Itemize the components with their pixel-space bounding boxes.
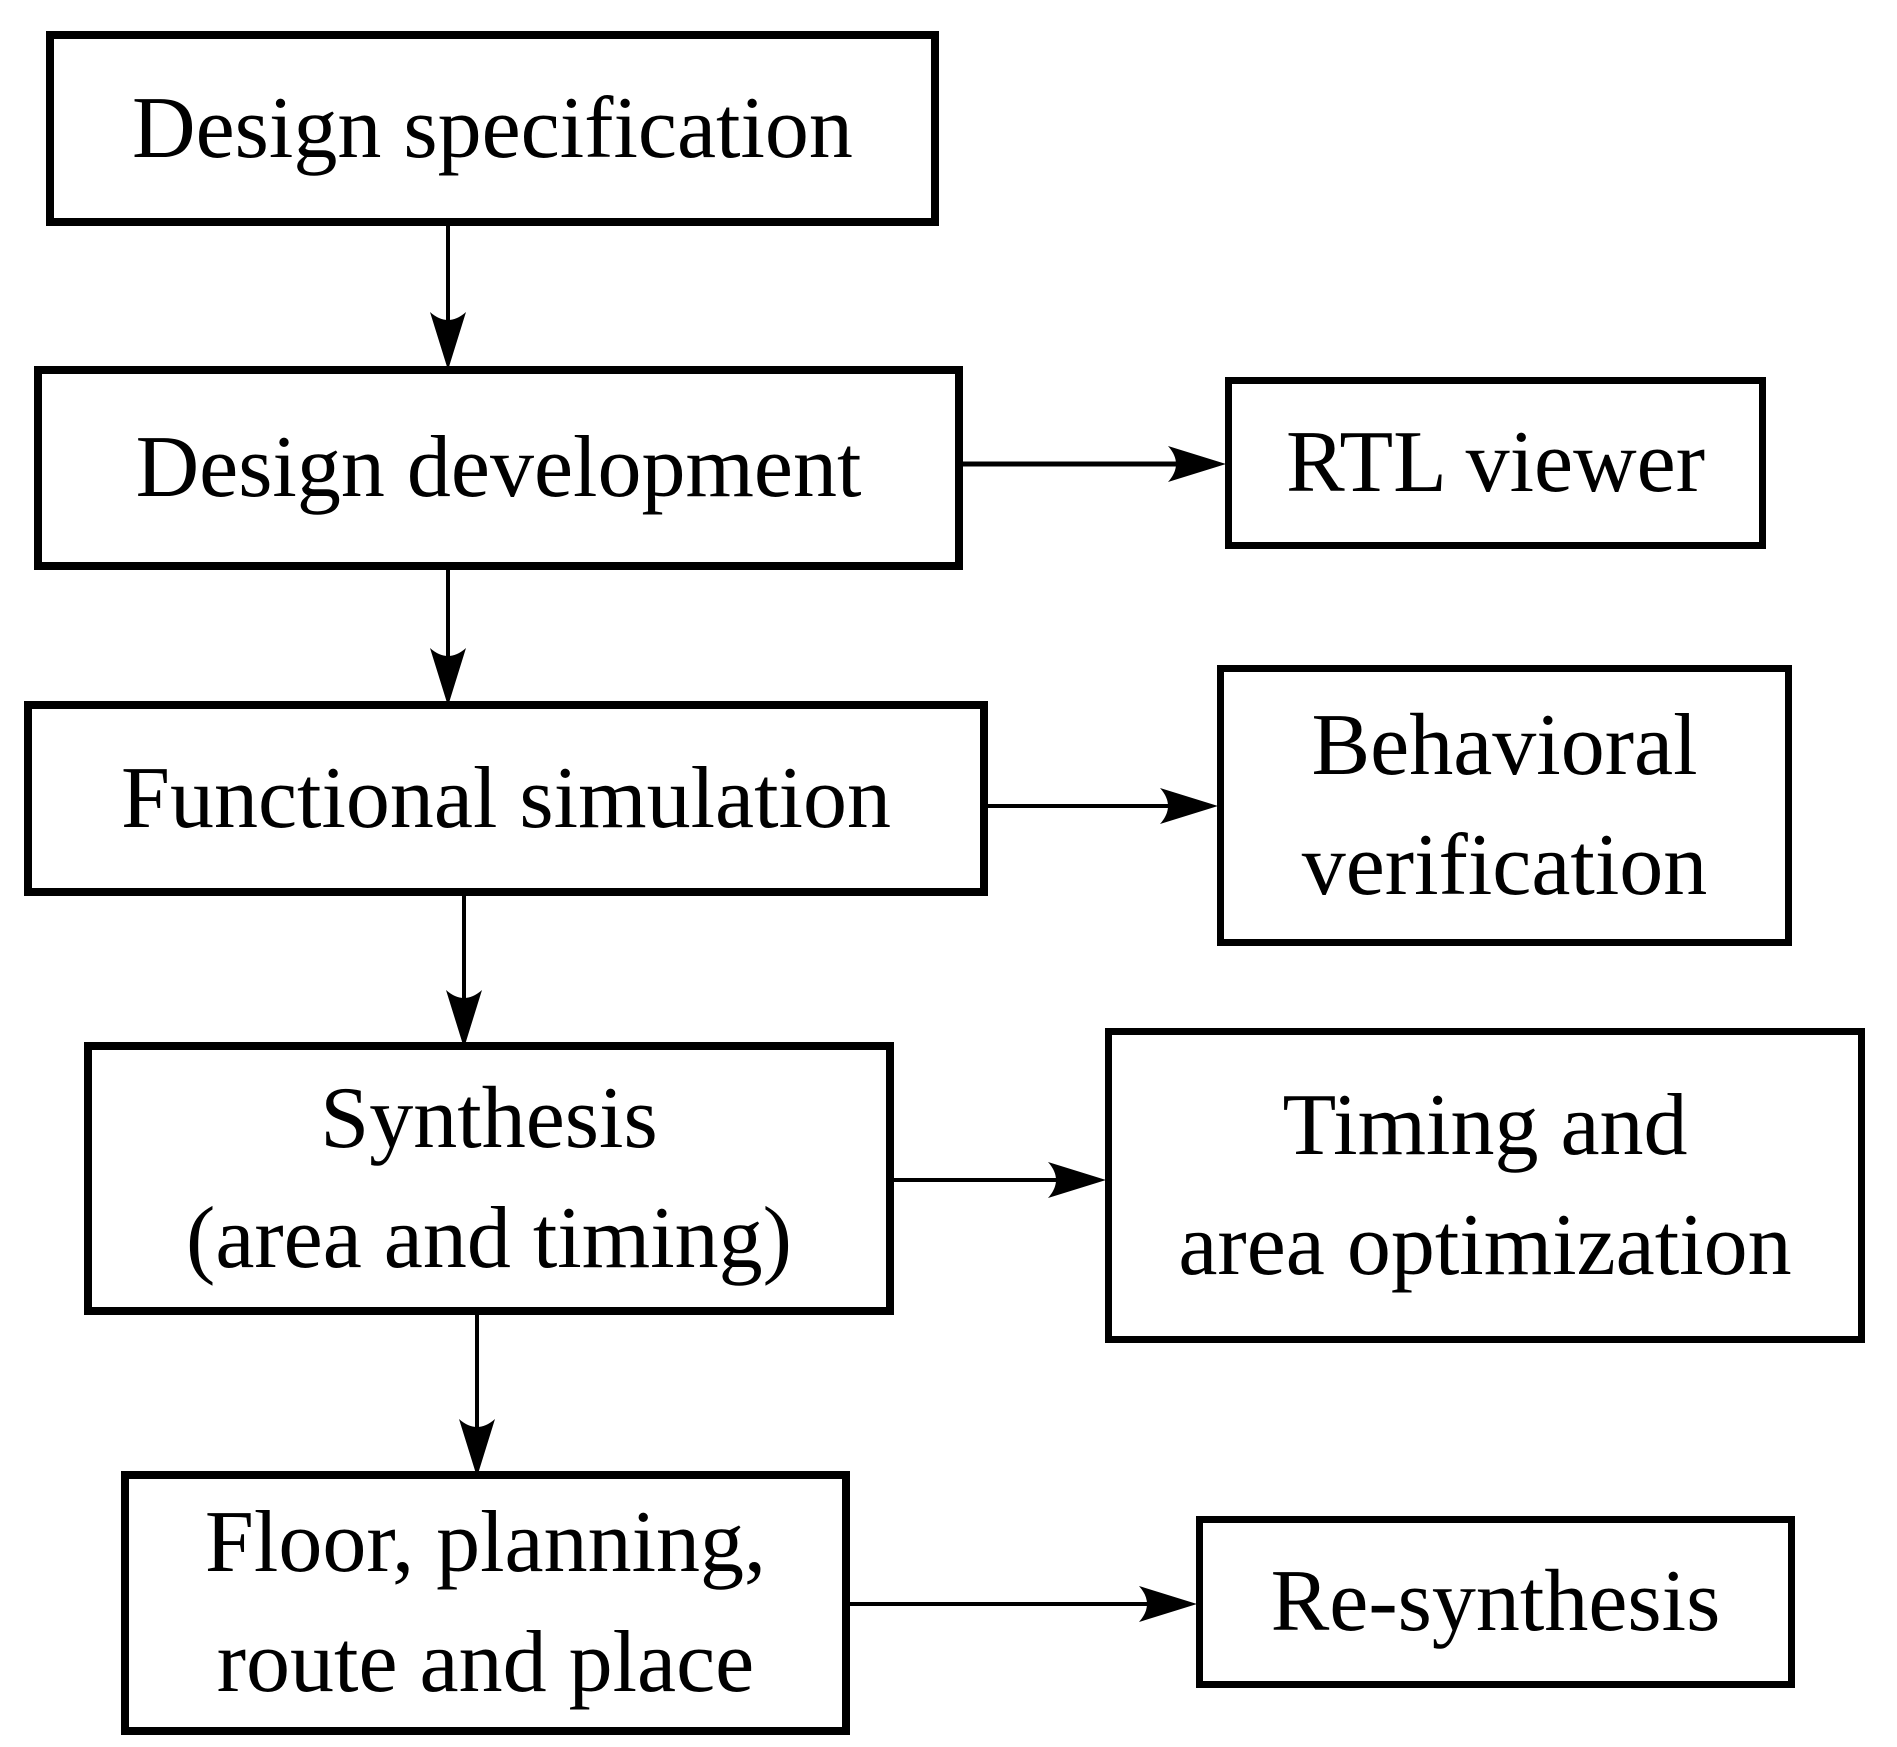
arrow-synthesis-to-timing-area-optimization	[891, 1162, 1106, 1198]
node-behavioral-verification: Behavioral verification	[1217, 665, 1792, 946]
node-timing-area-optimization: Timing and area optimization	[1105, 1028, 1865, 1343]
node-rtl-viewer-label: RTL viewer	[1285, 414, 1706, 512]
node-synthesis-label: Synthesis (area and timing)	[186, 1069, 792, 1287]
node-re-synthesis-label: Re-synthesis	[1270, 1553, 1721, 1651]
node-floor-planning-route-place-label: Floor, planning, route and place	[204, 1494, 767, 1711]
node-functional-simulation: Functional simulation	[24, 701, 988, 896]
arrow-functional-simulation-to-behavioral-verification	[985, 788, 1218, 824]
node-design-development-label: Design development	[135, 419, 862, 517]
node-timing-area-optimization-label: Timing and area optimization	[1178, 1076, 1792, 1294]
node-behavioral-verification-label: Behavioral verification	[1301, 696, 1708, 914]
node-design-development: Design development	[34, 366, 963, 570]
arrow-synthesis-to-floor-planning	[459, 1312, 495, 1477]
arrow-functional-simulation-to-synthesis	[446, 893, 482, 1048]
node-re-synthesis: Re-synthesis	[1196, 1516, 1795, 1688]
arrow-design-development-to-rtl-viewer	[960, 446, 1226, 482]
node-design-specification: Design specification	[46, 31, 939, 226]
node-rtl-viewer: RTL viewer	[1225, 377, 1766, 549]
node-functional-simulation-label: Functional simulation	[121, 749, 891, 847]
arrow-floor-planning-to-re-synthesis	[847, 1586, 1197, 1622]
node-floor-planning-route-place: Floor, planning, route and place	[121, 1471, 850, 1735]
node-design-specification-label: Design specification	[132, 79, 853, 177]
arrow-design-development-to-functional-simulation	[430, 567, 466, 706]
arrow-design-specification-to-design-development	[430, 222, 466, 370]
node-synthesis: Synthesis (area and timing)	[84, 1042, 894, 1315]
